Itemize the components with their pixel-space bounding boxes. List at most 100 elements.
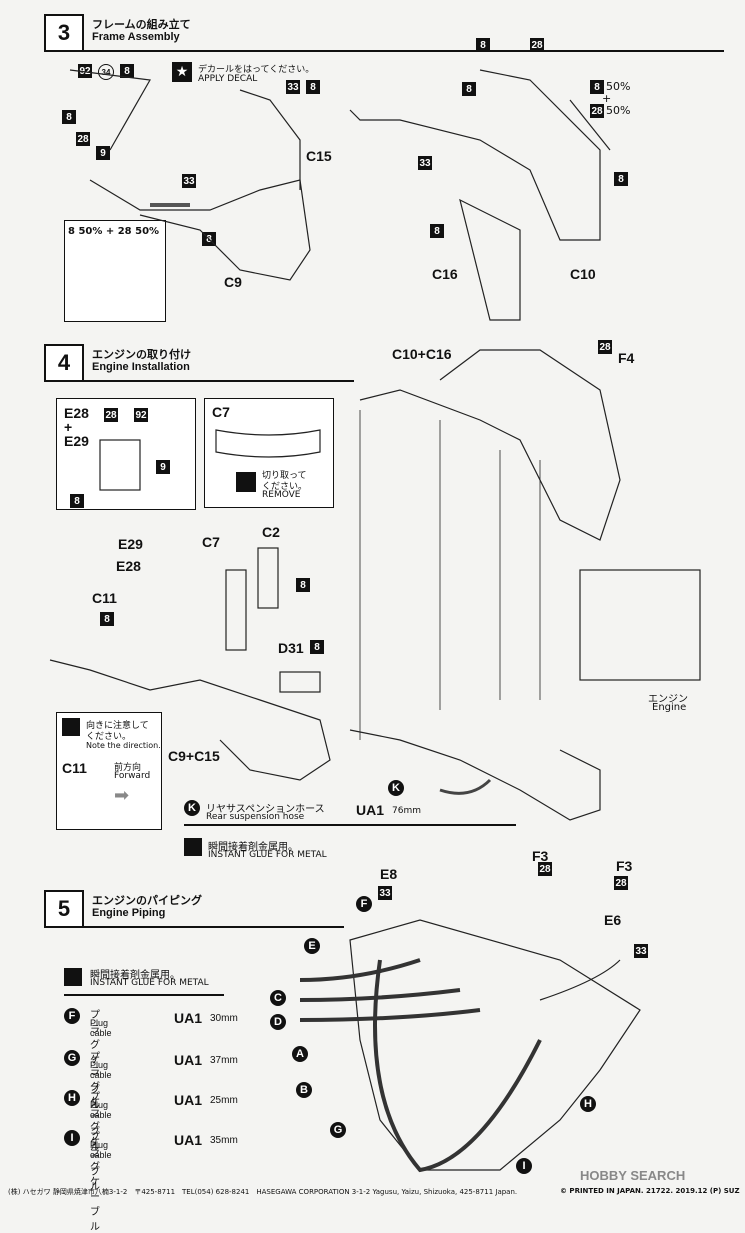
pointer-letter-i: I <box>516 1158 532 1174</box>
hose-letter-k: K <box>184 800 200 816</box>
color-badge: 9 <box>96 146 110 160</box>
engine-label-en: Engine <box>652 702 687 713</box>
color-badge: 92 <box>134 408 148 422</box>
cable-code: UA1 <box>174 1132 203 1148</box>
cable-en: Plug cable <box>90 1100 112 1120</box>
remove-note-en: REMOVE <box>262 490 301 500</box>
cable-letter: F <box>64 1008 80 1024</box>
color-mix-percent-b: 50% <box>606 104 631 117</box>
part-label-e28: E28 <box>116 558 141 574</box>
color-badge: 8 <box>476 38 490 52</box>
color-badge: 28 <box>530 38 544 52</box>
cable-jp: プラグケーブル <box>90 1010 100 1111</box>
forward-arrow-icon: ➡ <box>114 785 130 806</box>
direction-note-en: Note the direction. <box>86 741 161 750</box>
part-label-c16: C16 <box>432 266 458 282</box>
step-number-4: 4 <box>44 344 84 382</box>
pointer-letter-e: E <box>304 938 320 954</box>
color-badge: 8 <box>310 640 324 654</box>
glue-note-jp: 瞬間接着剤金属用。 <box>90 970 180 981</box>
star-icon: ★ <box>172 62 192 82</box>
pointer-letter-h: H <box>580 1096 596 1112</box>
part-label-f3-left: F3 <box>532 848 549 864</box>
part-label-d31: D31 <box>278 640 304 656</box>
cable-en: Plug cable <box>90 1140 112 1160</box>
color-badge: 8 <box>202 232 216 246</box>
color-badge: 9 <box>156 460 170 474</box>
step4-title-en: Engine Installation <box>92 361 190 373</box>
color-mix-plus: + <box>602 92 612 105</box>
caution-icon <box>62 718 80 736</box>
color-badge: 28 <box>538 862 552 876</box>
color-badge: 8 <box>296 578 310 592</box>
decal-note-en: APPLY DECAL <box>198 74 258 84</box>
part-label-c10: C10 <box>570 266 596 282</box>
pointer-letter-d: D <box>270 1014 286 1030</box>
cable-letter: H <box>64 1090 80 1106</box>
cable-code: UA1 <box>174 1092 203 1108</box>
step3-title-jp: フレームの組み立て <box>92 18 191 31</box>
color-mix-note: 8 50% + 28 50% <box>68 226 160 237</box>
watermark: HOBBY SEARCH <box>580 1168 686 1183</box>
cable-en: Plug cable <box>90 1018 112 1038</box>
color-badge: 8 <box>70 494 84 508</box>
color-badge: 28 <box>598 340 612 354</box>
hose-code: UA1 <box>356 802 385 818</box>
part-label-c2: C2 <box>262 524 280 540</box>
hose-length: 76mm <box>392 806 421 816</box>
cable-length: 30mm <box>210 1013 238 1024</box>
part-label-e8: E8 <box>380 866 398 882</box>
color-badge: 28 <box>590 104 604 118</box>
step4-title-jp: エンジンの取り付け <box>92 348 191 361</box>
color-badge: 33 <box>634 944 648 958</box>
cable-code: UA1 <box>174 1052 203 1068</box>
part-label-c15: C15 <box>306 148 332 164</box>
decal-note-jp: デカールをはってください。 <box>198 65 315 75</box>
color-badge: 8 <box>62 110 76 124</box>
cable-en: Plug cable <box>90 1060 112 1080</box>
color-badge: 33 <box>286 80 300 94</box>
color-badge-round: 34 <box>98 64 114 80</box>
part-label-f4: F4 <box>618 350 635 366</box>
step3-title-en: Frame Assembly <box>92 31 180 43</box>
cable-jp: プラグケーブル <box>90 1092 100 1193</box>
step-number-3: 3 <box>44 14 84 52</box>
part-label-c9-c15: C9+C15 <box>168 748 220 764</box>
cable-jp: プラグケーブル <box>90 1052 100 1153</box>
cable-letter: G <box>64 1050 80 1066</box>
color-badge: 28 <box>76 132 90 146</box>
hose-note-en: Rear suspension hose <box>206 812 305 822</box>
step-number-5: 5 <box>44 890 84 928</box>
color-badge: 28 <box>614 876 628 890</box>
hose-note-underline <box>184 824 516 826</box>
pointer-letter-c: C <box>270 990 286 1006</box>
cable-letter: I <box>64 1130 80 1146</box>
footer-address: (株) ハセガワ 静岡県焼津市八楠3-1-2 〒425-8711 TEL(054… <box>8 1188 518 1196</box>
color-badge: 8 <box>120 64 134 78</box>
color-badge: 33 <box>418 156 432 170</box>
part-label-c11: C11 <box>92 590 117 606</box>
color-badge: 8 <box>430 224 444 238</box>
cut-icon <box>236 472 256 492</box>
part-label-c9: C9 <box>224 274 242 290</box>
color-badge: 92 <box>78 64 92 78</box>
cable-length: 37mm <box>210 1055 238 1066</box>
pointer-letter-b: B <box>296 1082 312 1098</box>
part-label-c7: C7 <box>202 534 220 550</box>
cable-length: 35mm <box>210 1135 238 1146</box>
glue-note-jp: 瞬間接着剤金属用。 <box>208 842 298 853</box>
glue-icon <box>184 838 202 856</box>
step4-divider <box>44 380 354 382</box>
pointer-letter-a: A <box>292 1046 308 1062</box>
pointer-letter-k: K <box>388 780 404 796</box>
pointer-letter-f: F <box>356 896 372 912</box>
remove-note-jp2: ください。 <box>262 482 308 492</box>
glue-note-en: INSTANT GLUE FOR METAL <box>90 978 209 988</box>
engine-label-jp: エンジン <box>648 694 688 705</box>
inset-label-c11: C11 <box>62 760 87 776</box>
inset-label-e28-e29: E28 + E29 <box>64 405 89 449</box>
part-label-e29: E29 <box>118 536 143 552</box>
glue-icon <box>64 968 82 986</box>
part-label-e6: E6 <box>604 912 622 928</box>
part-label-f3-right: F3 <box>616 858 633 874</box>
